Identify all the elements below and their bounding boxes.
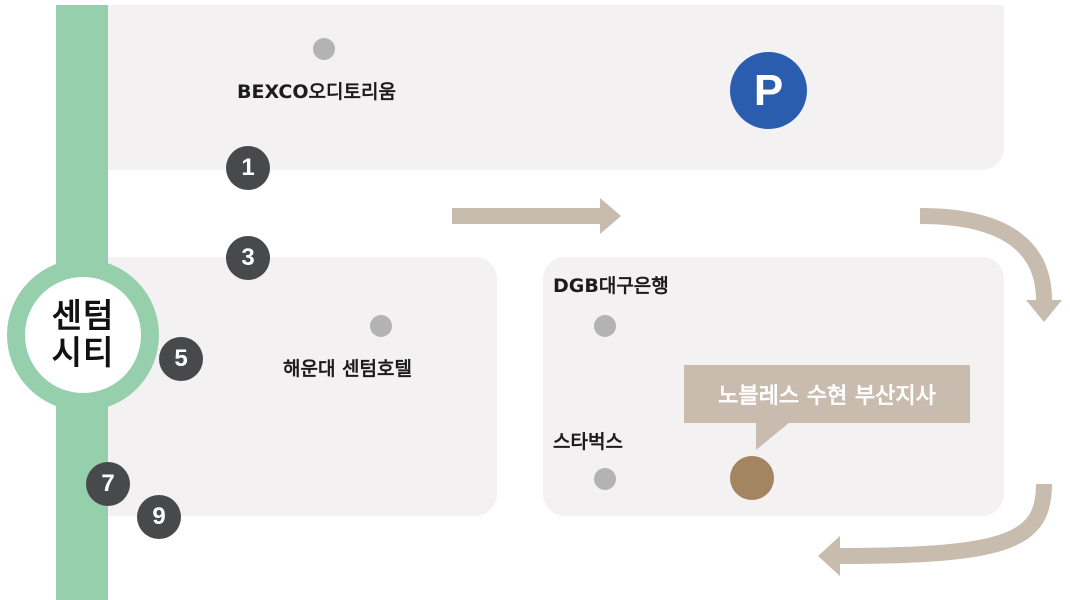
exit-badge-1: 1: [226, 146, 270, 190]
parking-letter: P: [753, 65, 784, 115]
poi-dot-hotel: [370, 315, 392, 337]
block-hotel: [100, 257, 497, 516]
arrow-icon: [818, 536, 840, 576]
poi-dot-bank: [594, 315, 616, 337]
block-bexco: [100, 5, 1004, 170]
parking-icon: P: [730, 52, 807, 129]
station-centum-city: 센텀 시티: [7, 259, 159, 411]
arrow-icon: [1026, 300, 1062, 322]
office-callout-tail: [756, 422, 790, 450]
poi-dot-bexco: [313, 38, 335, 60]
label-cafe: 스타벅스: [553, 431, 623, 453]
station-label: 센텀 시티: [51, 296, 115, 372]
office-location-marker: [730, 456, 774, 500]
exit-badge-7: 7: [86, 462, 130, 506]
exit-badge-5: 5: [159, 337, 203, 381]
poi-dot-cafe: [594, 468, 616, 490]
label-bexco: BEXCO오디토리움: [237, 81, 396, 103]
exit-badge-3: 3: [226, 236, 270, 280]
office-callout-text: 노블레스 수현 부산지사: [718, 384, 936, 409]
exit-badge-9: 9: [137, 495, 181, 539]
route-arrow-curve-bottom: [839, 483, 1052, 564]
label-hotel: 해운대 센텀호텔: [283, 358, 412, 380]
office-callout: 노블레스 수현 부산지사: [684, 365, 970, 423]
label-bank: DGB대구은행: [553, 275, 669, 297]
arrow-icon: [600, 198, 621, 234]
route-arrow-curve-top: [919, 208, 1052, 301]
